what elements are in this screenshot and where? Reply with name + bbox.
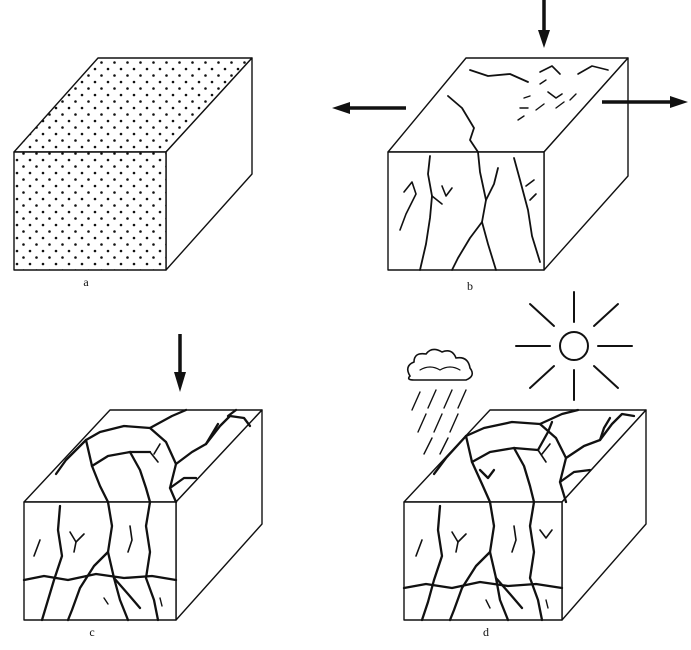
panel-c-label: c: [89, 625, 94, 639]
sun-icon: [515, 291, 633, 401]
panel-a-top-dots: [14, 58, 252, 152]
panel-d-cracks: [402, 408, 636, 622]
right-arrow-icon: [602, 96, 688, 108]
panel-d-front-face: [403, 501, 563, 621]
panel-b-cracks: [399, 65, 609, 271]
panel-d-block: [403, 409, 647, 621]
panel-b-front-face: [387, 151, 545, 271]
down-arrow-icon: [174, 334, 186, 392]
panel-d-label: d: [483, 625, 489, 639]
panel-b-block: [387, 57, 629, 271]
panel-a-label: a: [83, 275, 89, 289]
down-arrow-icon: [538, 0, 550, 48]
panel-c-cracks: [22, 408, 252, 622]
panel-a-front-dots: [14, 152, 166, 270]
left-arrow-icon: [332, 102, 406, 114]
panel-b-label: b: [467, 279, 473, 293]
rain-cloud-icon: [406, 348, 474, 455]
panel-a-block: [13, 57, 253, 271]
